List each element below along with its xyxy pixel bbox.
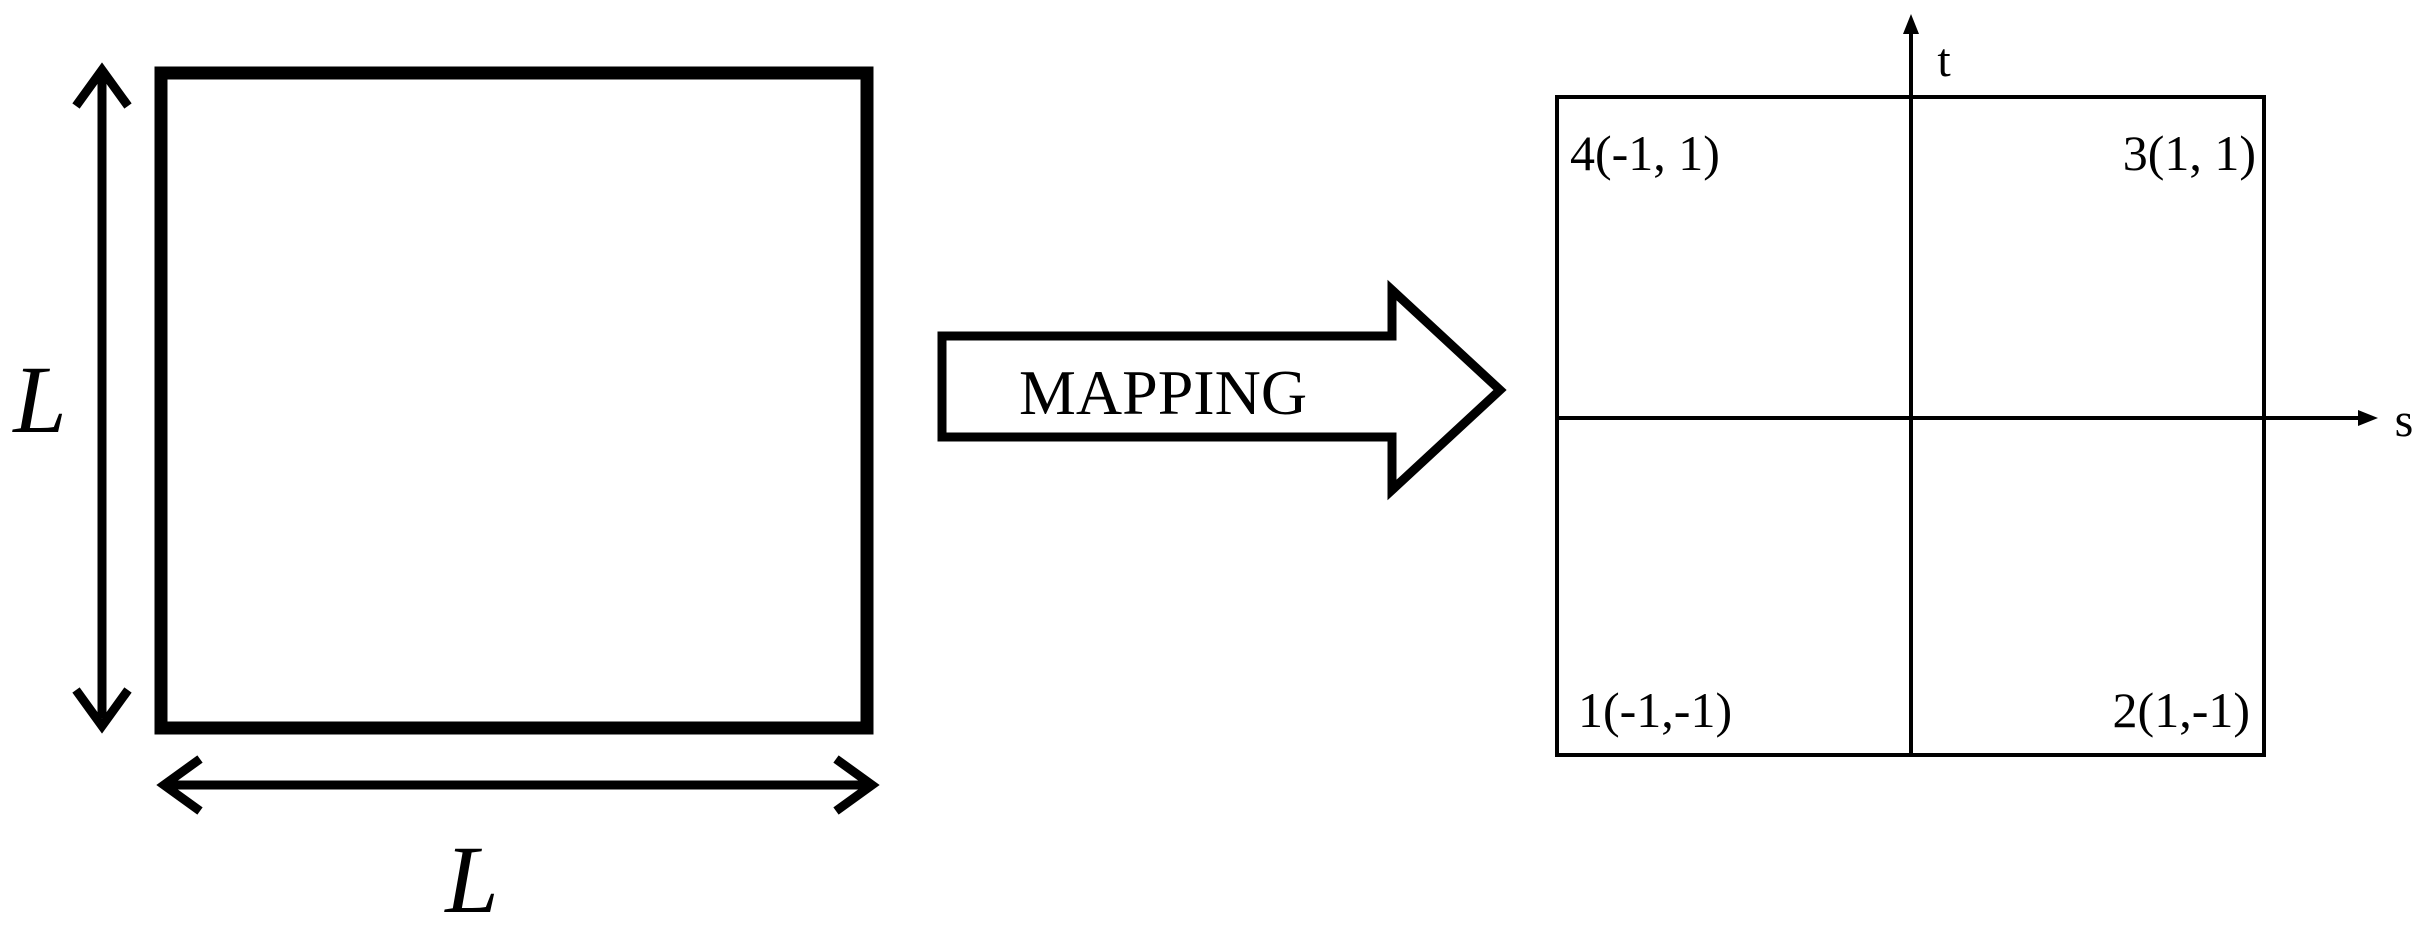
vertical-dimension-arrow	[72, 62, 132, 734]
mapping-arrow-shape	[937, 279, 1507, 501]
node-4-label: 4(-1, 1)	[1570, 125, 1720, 181]
t-axis	[1903, 14, 1919, 755]
physical-square	[154, 66, 874, 735]
natural-element: s t 1(-1,-1) 2(1,-1) 3(1, 1) 4(-1, 1)	[1555, 14, 2414, 757]
t-axis-arrowhead	[1903, 14, 1919, 34]
s-axis	[1557, 410, 2378, 426]
s-axis-arrowhead	[2358, 410, 2378, 426]
horizontal-dimension-arrow	[156, 755, 880, 815]
physical-element: L L	[11, 62, 880, 933]
mapping-arrow: MAPPING	[937, 279, 1507, 501]
s-axis-label: s	[2395, 394, 2414, 447]
node-3-label: 3(1, 1)	[2123, 125, 2256, 181]
side-length-label-vertical: L	[11, 346, 66, 453]
mapping-label: MAPPING	[1019, 357, 1307, 428]
side-length-label-horizontal: L	[443, 826, 498, 933]
node-2-label: 2(1,-1)	[2113, 682, 2250, 738]
node-1-label: 1(-1,-1)	[1578, 682, 1732, 738]
t-axis-label: t	[1937, 34, 1951, 87]
